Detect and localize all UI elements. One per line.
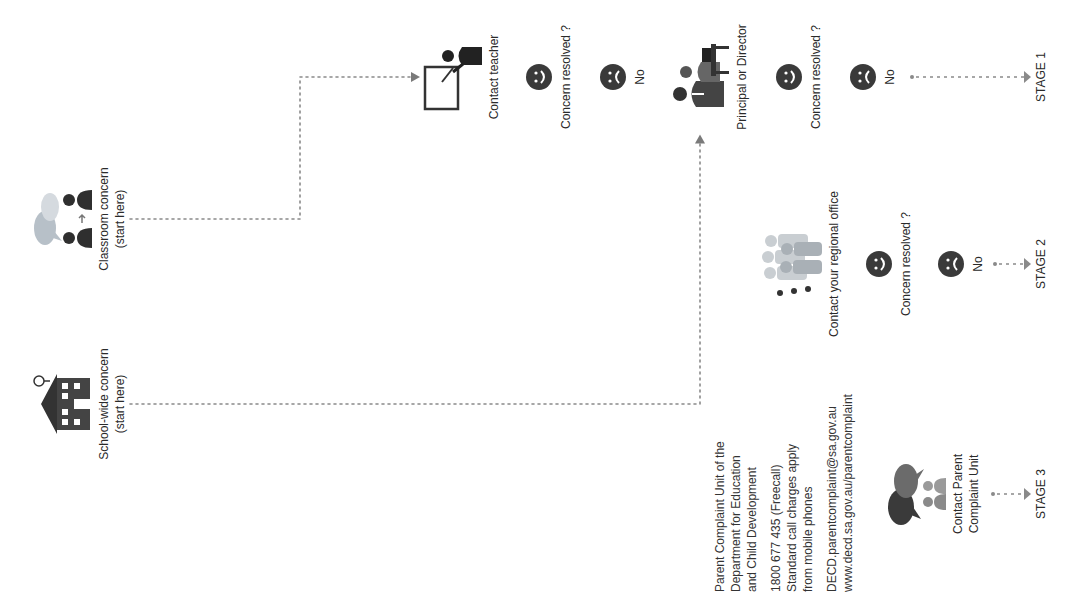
complaint-unit-icon bbox=[886, 459, 946, 529]
phone-note: 1800 677 435 (Freecall) Standard call ch… bbox=[768, 442, 816, 592]
dotted-line bbox=[130, 142, 700, 405]
resolved-icon bbox=[774, 62, 804, 92]
teacher-icon bbox=[422, 42, 482, 112]
stage-label: STAGE 1 bbox=[1034, 52, 1048, 102]
stage-label: STAGE 3 bbox=[1034, 469, 1048, 519]
node-label: No bbox=[632, 69, 648, 84]
classroom-icon bbox=[32, 184, 92, 254]
step-box: Contact Parent Complaint Unit bbox=[884, 439, 984, 549]
contact-note: Parent Complaint Unit of the Department … bbox=[712, 434, 760, 592]
regional-office-icon bbox=[762, 229, 822, 299]
node-label: Classroom concern (start here) bbox=[96, 159, 128, 279]
answer-box: No bbox=[934, 244, 988, 284]
step-box: Contact teacher bbox=[420, 30, 504, 125]
stage-arrow bbox=[993, 258, 1031, 270]
dotted-line bbox=[130, 77, 413, 219]
step-box: Contact your regional office bbox=[760, 186, 844, 342]
contact-info: Parent Complaint Unit of the Department … bbox=[712, 367, 856, 592]
stage-arrow bbox=[991, 488, 1031, 500]
check-box: Concern resolved ? bbox=[862, 207, 916, 321]
answer-box: No bbox=[596, 57, 650, 97]
no-icon bbox=[848, 62, 878, 92]
resolved-icon bbox=[864, 249, 894, 279]
dotted-arrow bbox=[130, 135, 705, 405]
check-box: Concern resolved ? bbox=[522, 20, 576, 134]
node-label: Concern resolved ? bbox=[558, 25, 574, 129]
stage-arrow bbox=[910, 71, 1031, 83]
stage-label: STAGE 2 bbox=[1034, 239, 1048, 289]
no-icon bbox=[598, 62, 628, 92]
node-label: Contact Parent Complaint Unit bbox=[950, 444, 982, 544]
no-icon bbox=[936, 249, 966, 279]
node-label: Concern resolved ? bbox=[808, 25, 824, 129]
web-address: www.decd.sa.gov.au/parentcomplaint bbox=[840, 367, 856, 592]
node-label: Concern resolved ? bbox=[898, 212, 914, 316]
node-label: No bbox=[882, 69, 898, 84]
arrow-head bbox=[695, 135, 705, 144]
node-label: Contact teacher bbox=[486, 35, 502, 120]
answer-box: No bbox=[846, 57, 900, 97]
node-label: School-wide concern (start here) bbox=[96, 342, 128, 467]
node-label: Principal or Director bbox=[734, 24, 750, 129]
school-icon bbox=[32, 369, 92, 439]
resolved-icon bbox=[524, 62, 554, 92]
arrow-head bbox=[411, 72, 420, 82]
node-label: No bbox=[970, 256, 986, 271]
start-box: School-wide concern (start here) bbox=[30, 337, 130, 472]
node-label: Contact your regional office bbox=[826, 191, 842, 337]
email-address: DECD.parentcomplaint@sa.gov.au bbox=[824, 367, 840, 592]
check-box: Concern resolved ? bbox=[772, 20, 826, 134]
step-box: Principal or Director bbox=[668, 20, 752, 135]
principal-icon bbox=[670, 42, 730, 112]
dotted-arrow bbox=[130, 72, 420, 219]
start-box: Classroom concern (start here) bbox=[30, 154, 130, 284]
